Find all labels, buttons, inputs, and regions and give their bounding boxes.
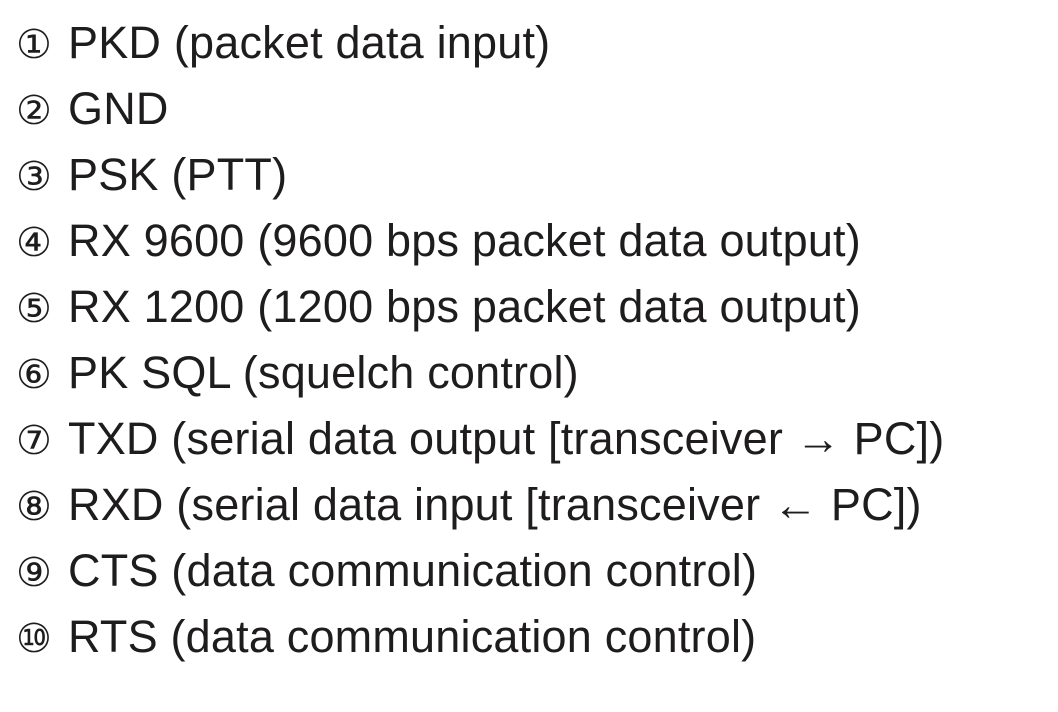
- pin-function-list: ① PKD (packet data input) ② GND ③ PSK (P…: [16, 10, 1052, 670]
- circled-number: ⑨: [16, 550, 52, 596]
- pin-list-item: ⑩ RTS (data communication control): [16, 604, 1052, 670]
- circled-number: ⑦: [16, 418, 52, 464]
- circled-number: ⑩: [16, 616, 52, 662]
- pin-list-item: ④ RX 9600 (9600 bps packet data output): [16, 208, 1052, 274]
- circled-number: ③: [16, 154, 52, 200]
- pin-list-item: ⑧ RXD (serial data input [transceiver ← …: [16, 472, 1052, 538]
- pin-description: RX 9600 (9600 bps packet data output): [68, 215, 861, 266]
- pin-list-item: ① PKD (packet data input): [16, 10, 1052, 76]
- pin-description: PK SQL (squelch control): [68, 347, 579, 398]
- pin-description: PKD (packet data input): [68, 17, 551, 68]
- circled-number: ④: [16, 220, 52, 266]
- pin-description: RX 1200 (1200 bps packet data output): [68, 281, 861, 332]
- circled-number: ⑧: [16, 484, 52, 530]
- pin-description: PSK (PTT): [68, 149, 288, 200]
- circled-number: ①: [16, 22, 52, 68]
- pin-description: RXD (serial data input [transceiver ← PC…: [68, 479, 922, 530]
- pin-description: CTS (data communication control): [68, 545, 758, 596]
- pin-list-item: ⑤ RX 1200 (1200 bps packet data output): [16, 274, 1052, 340]
- pin-list-item: ② GND: [16, 76, 1052, 142]
- circled-number: ②: [16, 88, 52, 134]
- pin-description: TXD (serial data output [transceiver → P…: [68, 413, 945, 464]
- pin-list-item: ③ PSK (PTT): [16, 142, 1052, 208]
- pin-list-item: ⑨ CTS (data communication control): [16, 538, 1052, 604]
- pin-description: RTS (data communication control): [68, 611, 757, 662]
- pin-list-item: ⑥ PK SQL (squelch control): [16, 340, 1052, 406]
- circled-number: ⑥: [16, 352, 52, 398]
- pin-list-item: ⑦ TXD (serial data output [transceiver →…: [16, 406, 1052, 472]
- circled-number: ⑤: [16, 286, 52, 332]
- pin-description: GND: [68, 83, 169, 134]
